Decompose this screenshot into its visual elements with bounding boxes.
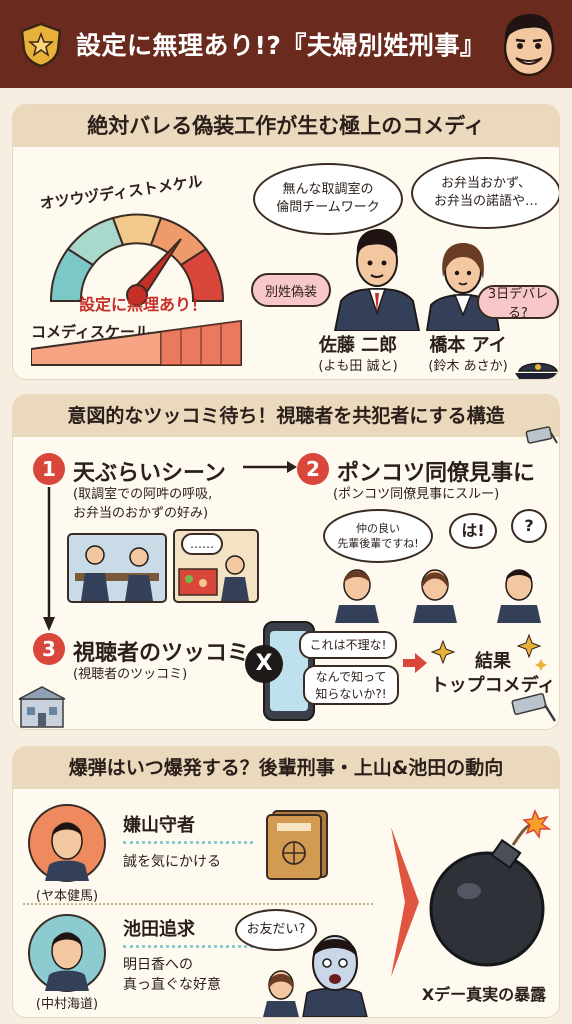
person2-desc: 明日香への 真っ直ぐな好意	[123, 955, 221, 995]
person1-divider	[123, 841, 253, 844]
question-bubble: ?	[511, 509, 547, 543]
section-structure: 意図的なツッコミ待ち！視聴者を共犯者にする構造 1 天ぶらいシーン (取調室での…	[12, 394, 560, 730]
person2-actor: (中村海道)	[35, 997, 99, 1012]
hashimoto-name: 橋本 アイ	[429, 335, 507, 356]
shocked-detective-icon	[263, 935, 368, 1017]
phone-bubble-2-line2: 知らないか?!	[315, 687, 387, 701]
step1-title: 天ぶらいシーン	[73, 461, 226, 486]
x-logo-icon: X	[245, 645, 283, 683]
phone-bubble-2-line1: なんで知って	[315, 670, 387, 684]
sparkle-icons	[431, 633, 547, 671]
person2-divider	[123, 945, 253, 948]
thought2-line2: お弁当の諾語や…	[433, 194, 538, 209]
step1-sub-line2: お弁当のおかずの好み)	[73, 506, 209, 521]
bomb-caption: Xデー真実の暴露	[421, 985, 547, 1004]
thought-bubble-bento: お弁当おかず、 お弁当の諾語や…	[411, 157, 559, 229]
interrogation-scene-image	[67, 533, 167, 603]
security-camera-icon	[525, 426, 558, 444]
praise-line1: 仲の良い	[356, 522, 400, 535]
person1-role: 嫌山守者	[123, 815, 195, 836]
section-structure-title: 意図的なツッコミ待ち！視聴者を共犯者にする構造	[13, 395, 559, 437]
step2-title: ポンコツ同僚見事に	[337, 461, 536, 486]
person1-avatar-icon	[28, 804, 106, 882]
section-comedy: 絶対バレる偽装工作が生む極上のコメディ オツウヅディストメケル 設定に無理あり！…	[12, 104, 560, 380]
result-arrow-icon	[403, 653, 427, 673]
page-title: 設定に無理あり!?『夫婦別姓刑事』	[76, 31, 486, 60]
comedy-scale-bar	[31, 319, 242, 366]
notebook-icon	[266, 810, 328, 880]
sato-character-icon	[333, 229, 421, 331]
hashimoto-actor: (鈴木 あさか)	[428, 359, 508, 374]
person2-desc-line2: 真っ直ぐな好意	[123, 977, 221, 993]
thought1-line1: 無んな取調室の	[282, 182, 374, 197]
pill-fake-surname: 別姓偽装	[251, 273, 331, 307]
praise-bubble: 仲の良い 先輩後輩ですね!	[323, 509, 433, 563]
step1-sub-line1: (取調室での阿吽の呼吸,	[73, 487, 213, 502]
person2-role: 池田追求	[123, 919, 195, 940]
person2-avatar-icon	[28, 914, 106, 992]
friend-bubble: お友だい?	[235, 909, 317, 951]
step3-number: 3	[33, 633, 65, 665]
step3-sub: (視聴者のツッコミ)	[73, 667, 188, 682]
colleague-characters-icon	[335, 569, 541, 623]
police-badge-icon	[20, 22, 62, 68]
step2-sub: (ポンコツ同僚見事にスルー)	[333, 487, 500, 502]
dots-bubble: ……	[181, 533, 223, 555]
person1-actor: (ヤ本健馬)	[35, 889, 99, 904]
row-divider	[23, 903, 373, 905]
person1-desc: 誠を気にかける	[123, 854, 221, 870]
section-bomb-title: 爆弾はいつ爆発する？後輩刑事・上山&池田の動向	[13, 747, 559, 789]
person2-desc-line1: 明日香への	[123, 957, 193, 973]
bomb-icon	[429, 809, 552, 967]
phone-bubble-1: これは不理な!	[299, 631, 397, 659]
step1-number: 1	[33, 453, 65, 485]
police-station-icon	[18, 686, 66, 728]
section-bomb: 爆弾はいつ爆発する？後輩刑事・上山&池田の動向 (ヤ本健馬) 嫌山守者 誠を気に…	[12, 746, 560, 1018]
pill-three-days: 3日デバレる?	[477, 285, 559, 321]
step2-number: 2	[297, 453, 329, 485]
police-cap-icon	[515, 362, 559, 379]
gauge-warning: 設定に無理あり！	[78, 295, 207, 314]
comedy-gauge	[49, 213, 225, 306]
thought2-line1: お弁当おかず、	[440, 176, 532, 191]
arrow-down-icon	[43, 487, 55, 631]
header-bar: 設定に無理あり!?『夫婦別姓刑事』	[0, 0, 572, 88]
surprise-bubble: は!	[449, 513, 497, 549]
sato-name: 佐藤 二郎	[318, 335, 398, 356]
result-label: 結果	[475, 651, 511, 672]
thought-bubble-interrogation: 無んな取調室の 倫問チームワーク	[253, 163, 403, 235]
result-top-comedy: トップコメディ	[430, 675, 556, 696]
arrow-right-icon	[243, 461, 297, 473]
section-comedy-title: 絶対バレる偽装工作が生む極上のコメディ	[13, 105, 559, 147]
praise-line2: 先輩後輩ですね!	[337, 537, 419, 550]
sato-actor: (よも田 誠と)	[318, 359, 398, 374]
security-camera-2-icon	[511, 693, 557, 722]
detective-face-icon	[503, 14, 555, 77]
phone-bubble-2: なんで知って 知らないか?!	[303, 665, 399, 705]
bomb-arrow-icon	[391, 827, 419, 977]
thought1-line2: 倫問チームワーク	[276, 200, 380, 215]
step3-title: 視聴者のツッコミ	[73, 641, 250, 666]
